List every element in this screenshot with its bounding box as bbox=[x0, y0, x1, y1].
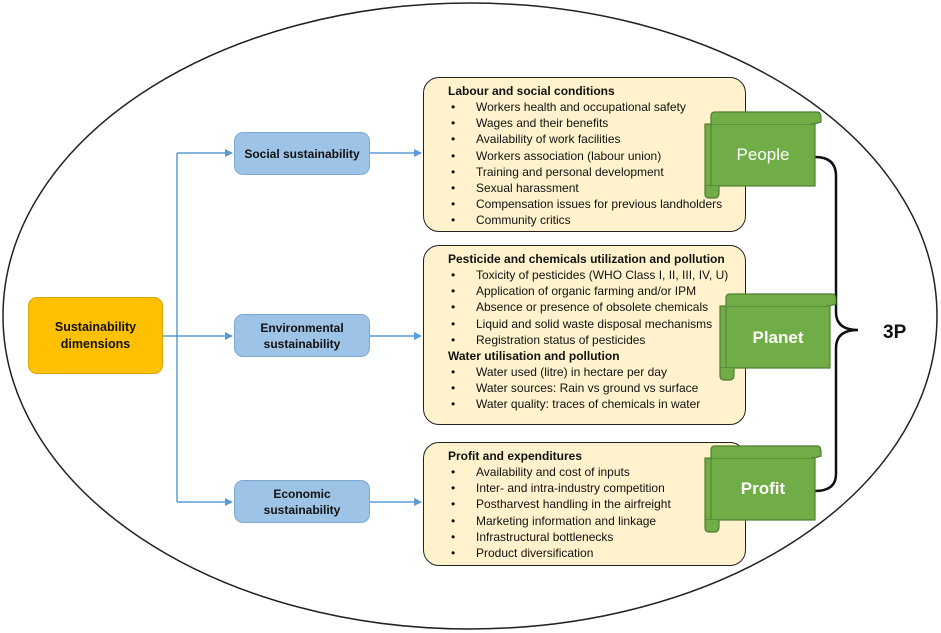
list-item: Availability and cost of inputs bbox=[448, 464, 735, 480]
root-node: Sustainability dimensions bbox=[28, 297, 163, 374]
group-label-3p: 3P bbox=[883, 322, 907, 343]
dimension-economic: Economic sustainability bbox=[234, 480, 370, 523]
list-item: Marketing information and linkage bbox=[448, 513, 735, 529]
pillar-profit: Profit bbox=[704, 445, 822, 533]
indicator-list: Workers health and occupational safety W… bbox=[448, 99, 735, 229]
list-item: Training and personal development bbox=[448, 164, 735, 180]
list-item: Workers association (labour union) bbox=[448, 148, 735, 164]
list-item: Water quality: traces of chemicals in wa… bbox=[448, 396, 735, 412]
pillar-planet: Planet bbox=[719, 293, 837, 381]
list-item: Absence or presence of obsolete chemical… bbox=[448, 299, 735, 315]
pillar-people: People bbox=[704, 111, 822, 199]
indicator-list: Toxicity of pesticides (WHO Class I, II,… bbox=[448, 267, 735, 348]
indicator-list: Water used (litre) in hectare per day Wa… bbox=[448, 364, 735, 413]
indicator-box-environmental: Pesticide and chemicals utilization and … bbox=[423, 245, 746, 425]
section-heading: Labour and social conditions bbox=[448, 84, 615, 98]
list-item: Application of organic farming and/or IP… bbox=[448, 283, 735, 299]
indicator-box-social: Labour and social conditions Workers hea… bbox=[423, 77, 746, 232]
list-item: Postharvest handling in the airfreight bbox=[448, 496, 735, 512]
list-item: Water used (litre) in hectare per day bbox=[448, 364, 735, 380]
indicator-list: Availability and cost of inputs Inter- a… bbox=[448, 464, 735, 561]
list-item: Registration status of pesticides bbox=[448, 332, 735, 348]
pillar-label: Planet bbox=[752, 328, 803, 347]
group-brace bbox=[814, 155, 859, 493]
indicator-box-economic: Profit and expenditures Availability and… bbox=[423, 442, 746, 566]
dimension-label: Economic sustainability bbox=[263, 486, 341, 517]
list-item: Availability of work facilities bbox=[448, 131, 735, 147]
list-item: Sexual harassment bbox=[448, 180, 735, 196]
dimension-label: Social sustainability bbox=[244, 146, 360, 161]
pillar-label: People bbox=[737, 145, 790, 164]
dimension-label: Environmental sustainability bbox=[260, 320, 344, 351]
list-item: Infrastructural bottlenecks bbox=[448, 529, 735, 545]
list-item: Wages and their benefits bbox=[448, 115, 735, 131]
root-label: Sustainability dimensions bbox=[54, 319, 137, 351]
list-item: Liquid and solid waste disposal mechanis… bbox=[448, 316, 735, 332]
list-item: Toxicity of pesticides (WHO Class I, II,… bbox=[448, 267, 735, 283]
list-item: Product diversification bbox=[448, 545, 735, 561]
dimension-social: Social sustainability bbox=[234, 132, 370, 175]
pillar-label: Profit bbox=[741, 479, 786, 498]
list-item: Inter- and intra-industry competition bbox=[448, 480, 735, 496]
dimension-environmental: Environmental sustainability bbox=[234, 314, 370, 357]
list-item: Water sources: Rain vs ground vs surface bbox=[448, 380, 735, 396]
section-heading: Water utilisation and pollution bbox=[448, 349, 620, 364]
root-connectors bbox=[163, 149, 422, 506]
section-heading: Pesticide and chemicals utilization and … bbox=[448, 252, 725, 266]
list-item: Workers health and occupational safety bbox=[448, 99, 735, 115]
list-item: Community critics bbox=[448, 212, 735, 228]
list-item: Compensation issues for previous landhol… bbox=[448, 196, 735, 212]
section-heading: Profit and expenditures bbox=[448, 449, 583, 463]
